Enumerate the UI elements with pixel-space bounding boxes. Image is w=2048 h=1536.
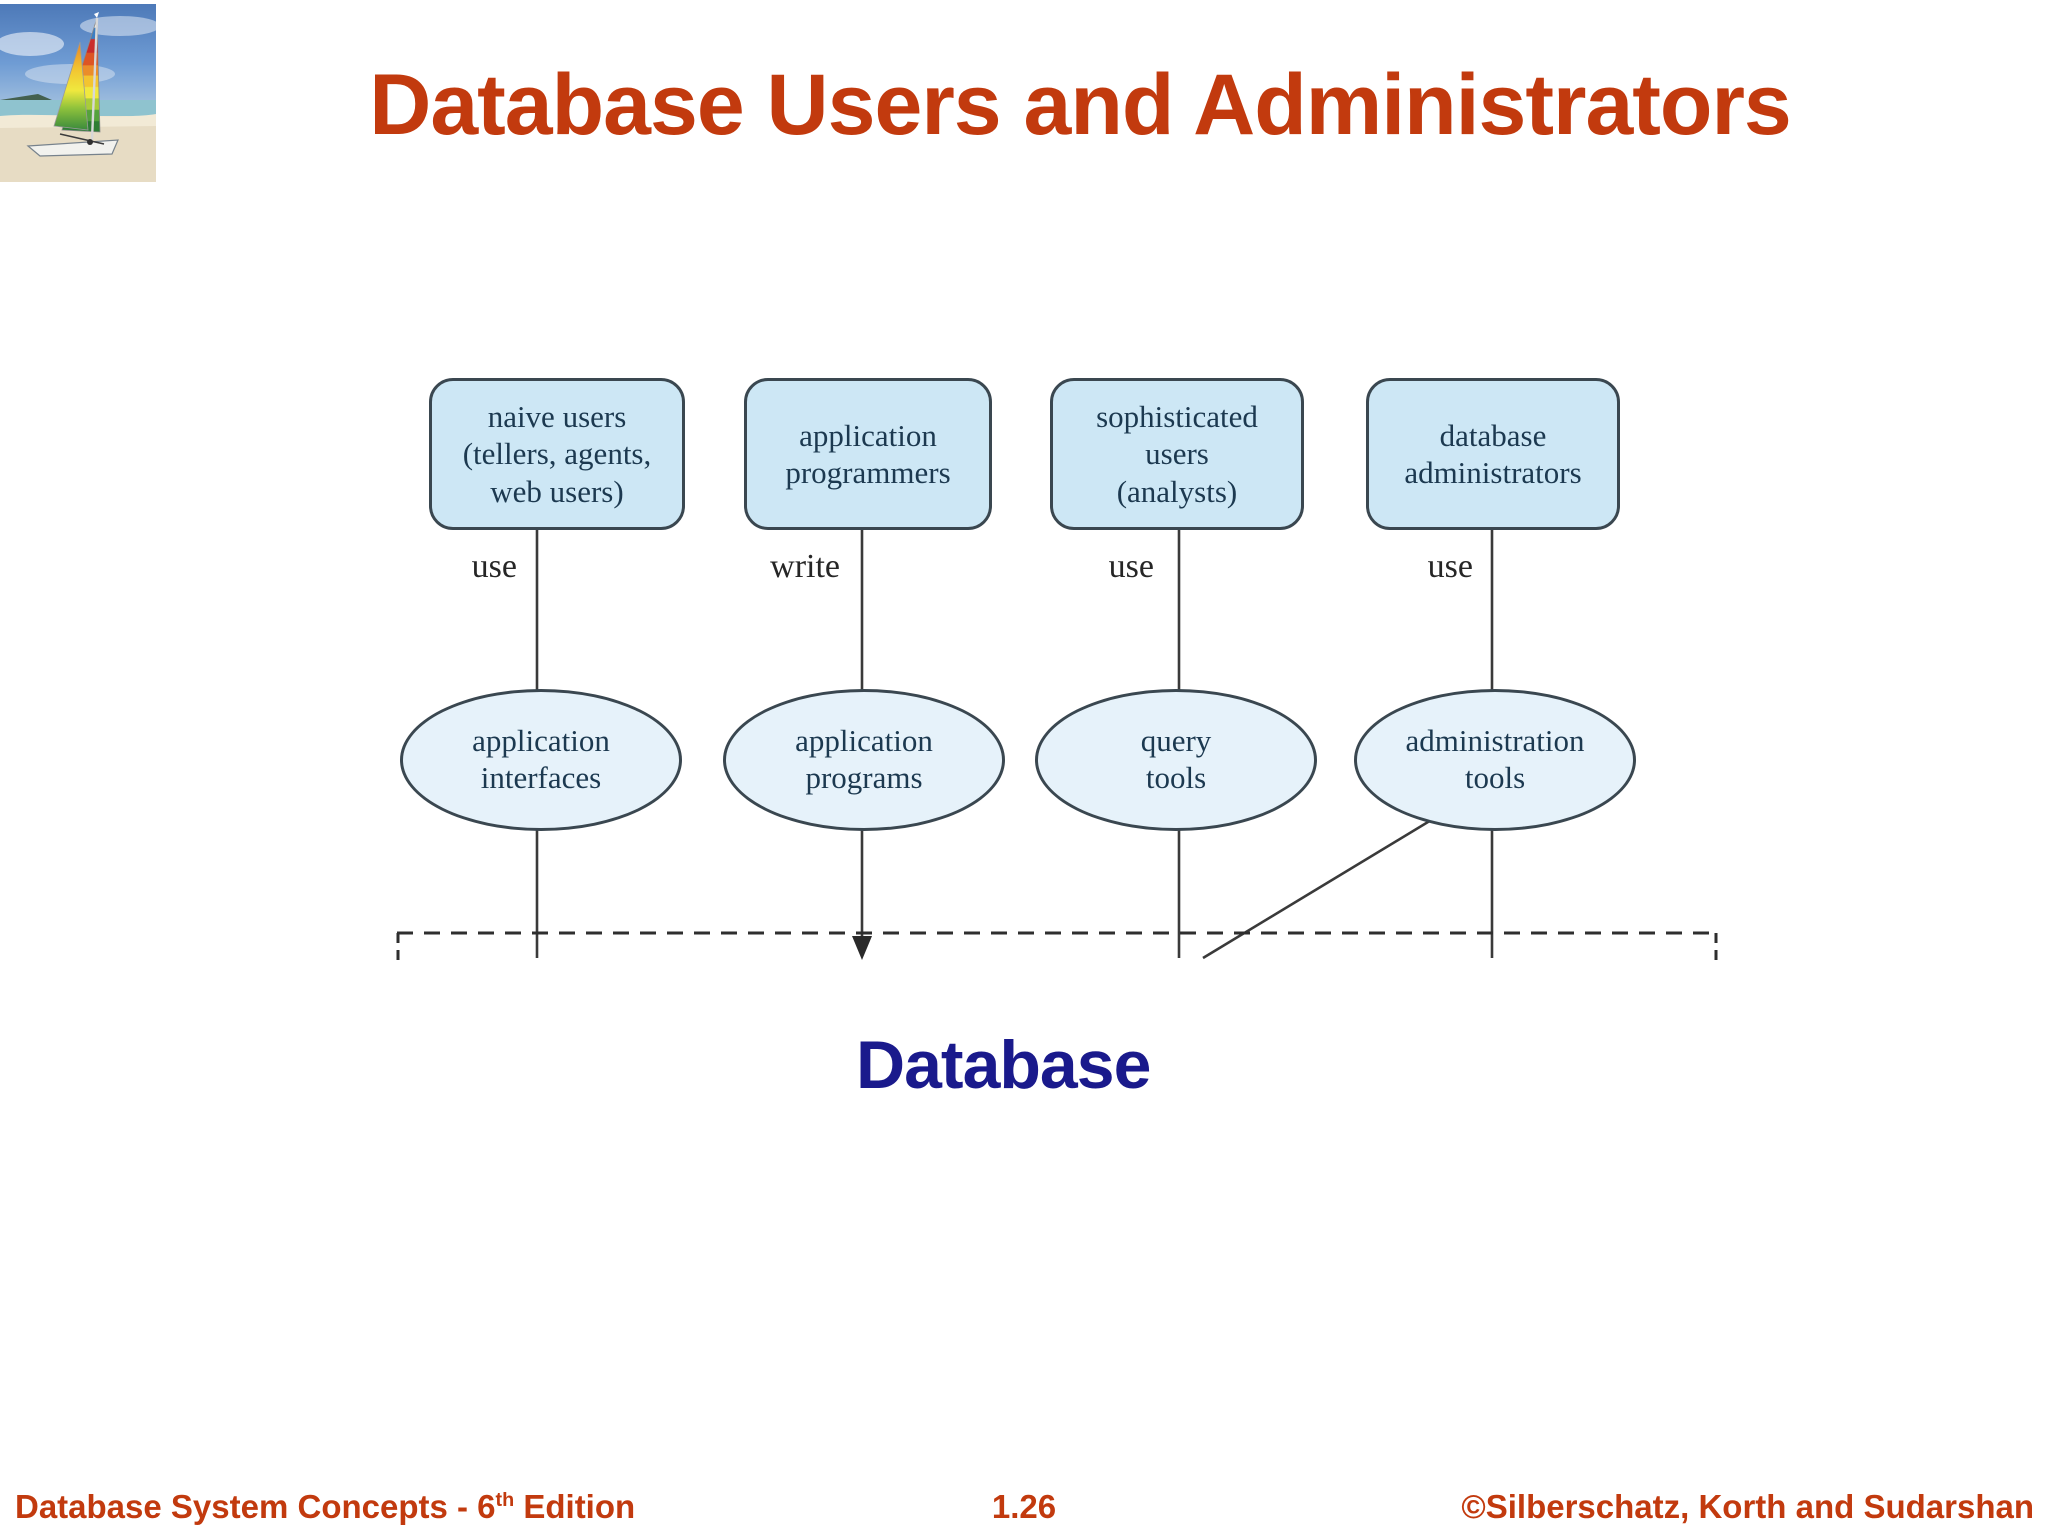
actor-box-application-programmers: application programmers — [744, 378, 992, 530]
action-label-write: write — [770, 548, 840, 585]
footer-book-title: Database System Concepts - 6th Edition — [15, 1488, 636, 1525]
database-label: Database — [856, 1027, 1151, 1103]
actor-box-database-administrators: database administrators — [1366, 378, 1620, 530]
tool-ellipse-administration-tools: administration tools — [1354, 689, 1636, 831]
actor-box-sophisticated-users: sophisticated users (analysts) — [1050, 378, 1304, 530]
line-admin-tools-diagonal — [1202, 797, 1467, 960]
tool-ellipse-application-programs: application programs — [723, 689, 1005, 831]
action-label-use-1: use — [471, 548, 517, 585]
sailboat-icon — [0, 4, 160, 182]
action-label-use-4: use — [1427, 548, 1473, 585]
sailboat-jibsail — [53, 41, 89, 131]
footer-slide-number: 1.26 — [991, 1488, 1057, 1525]
sailboat-beach-logo — [0, 4, 160, 182]
tool-ellipse-application-interfaces: application interfaces — [400, 689, 682, 831]
footer-copyright: ©Silberschatz, Korth and Sudarshan — [1461, 1488, 2034, 1525]
actor-box-naive-users: naive users (tellers, agents, web users) — [429, 378, 685, 530]
tool-ellipse-query-tools: query tools — [1035, 689, 1317, 831]
action-label-use-3: use — [1108, 548, 1154, 585]
arrowhead — [852, 936, 872, 960]
slide-title: Database Users and Administrators — [369, 57, 1792, 153]
